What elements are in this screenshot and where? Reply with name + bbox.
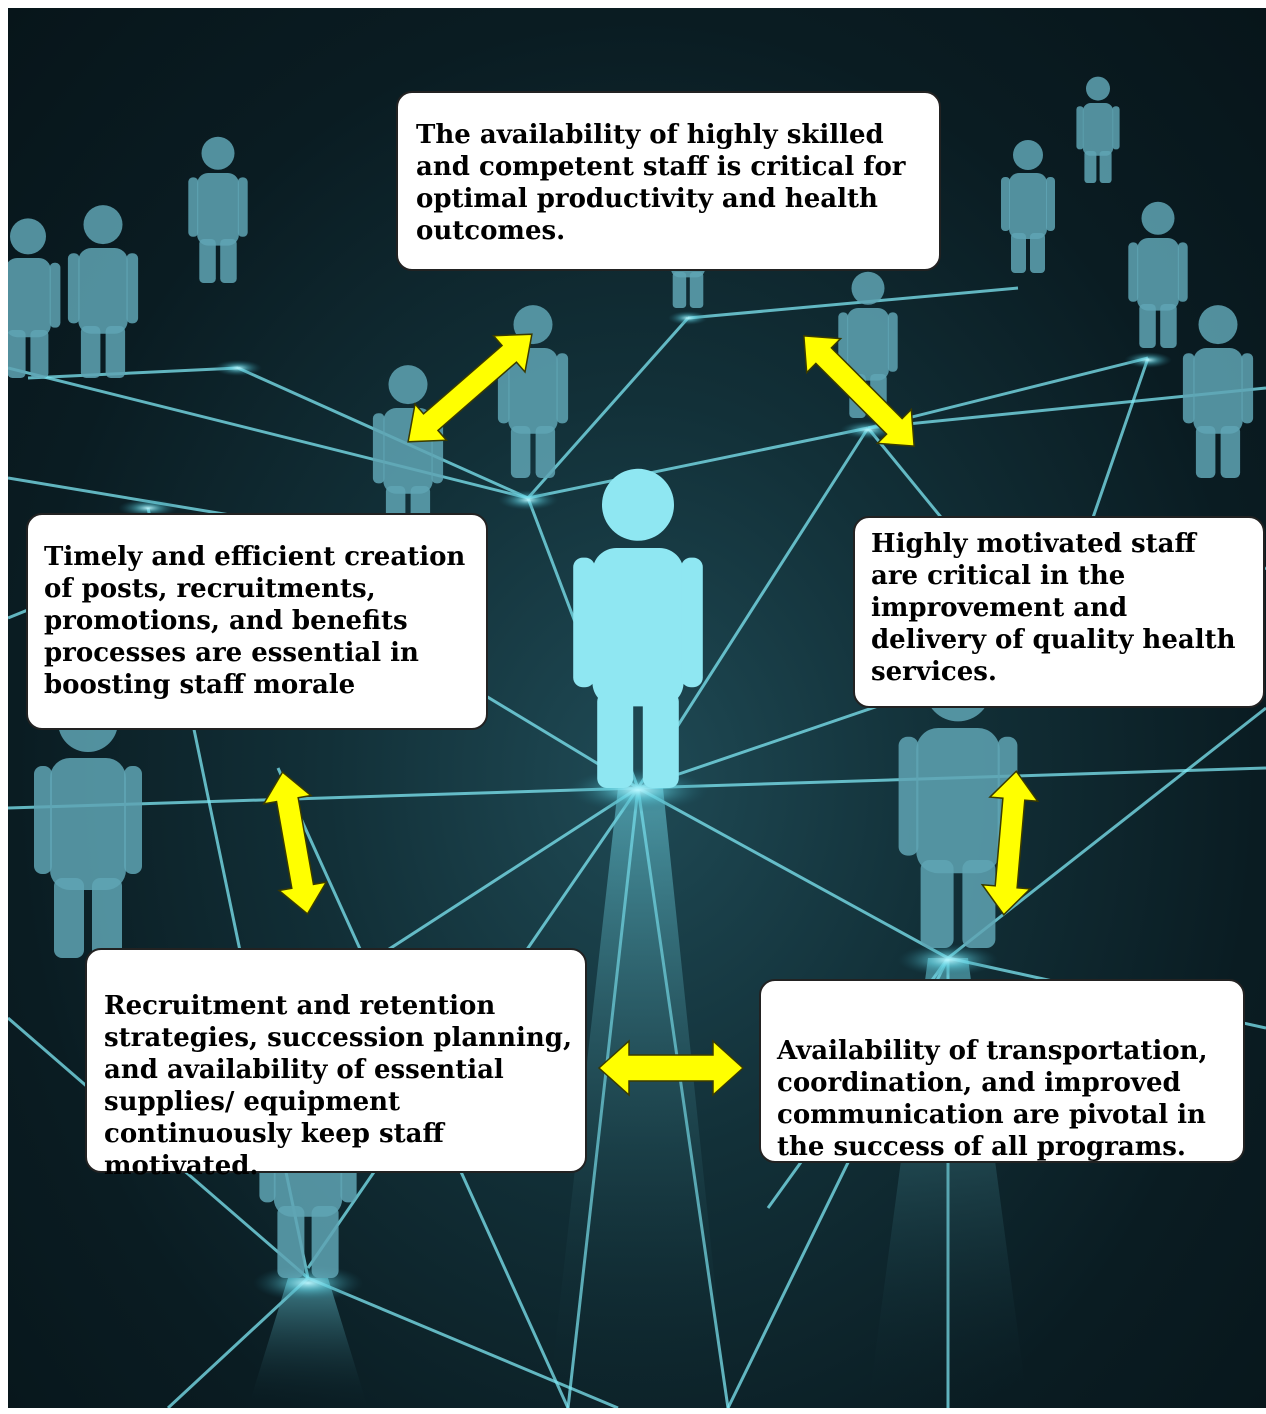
card-bottom-right: Availability of transportation, coordina… — [759, 979, 1245, 1163]
network-background: The availability of highly skilled and c… — [8, 8, 1266, 1408]
card-bottom-left-text: Recruitment and retention strategies, su… — [104, 991, 572, 1181]
card-bottom-left: Recruitment and retention strategies, su… — [85, 948, 587, 1181]
center-person-icon — [573, 468, 703, 788]
card-left-text: Timely and efficient creation of posts, … — [44, 542, 466, 700]
arrow-top-right — [803, 335, 915, 447]
card-left: Timely and efficient creation of posts, … — [26, 513, 488, 730]
card-top: The availability of highly skilled and c… — [396, 91, 941, 271]
arrow-right-vertical — [980, 770, 1040, 916]
card-top-text: The availability of highly skilled and c… — [416, 120, 906, 246]
card-right-text: Highly motivated staff are critical in t… — [871, 529, 1236, 687]
card-right: Highly motivated staff are critical in t… — [853, 516, 1265, 708]
arrow-top-left — [407, 333, 533, 443]
card-bottom-right-text: Availability of transportation, coordina… — [777, 1036, 1208, 1162]
node-glows — [118, 311, 1172, 1301]
arrow-bottom-horizontal — [597, 1039, 745, 1097]
arrow-left-vertical — [262, 770, 328, 916]
light-beams — [248, 788, 1028, 1408]
